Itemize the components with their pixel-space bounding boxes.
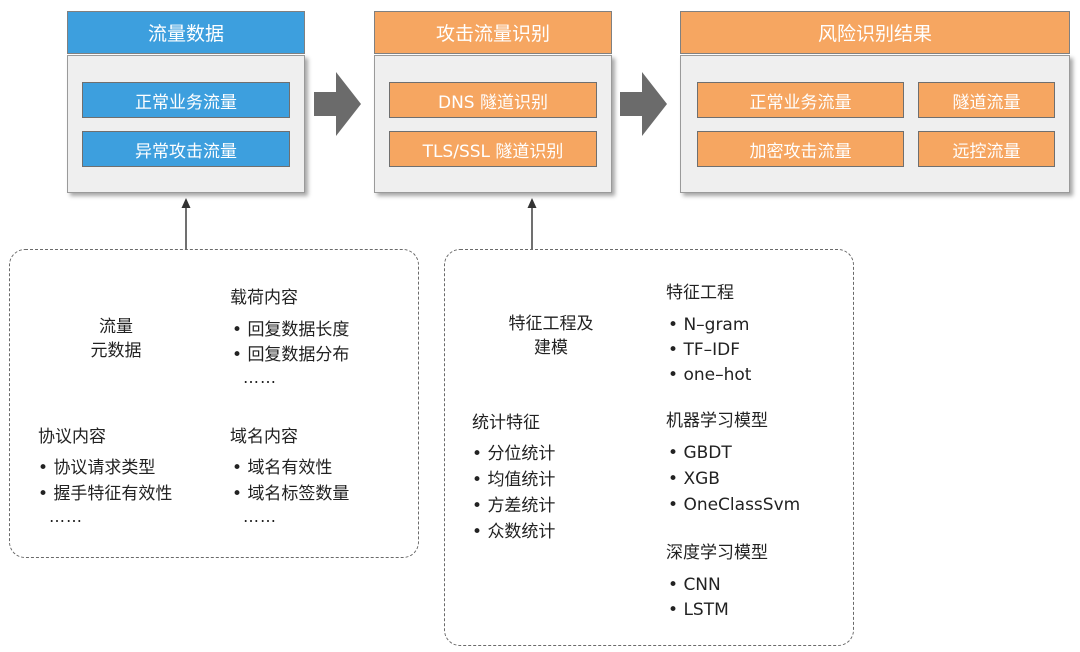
protocol-item: 握手特征有效性	[38, 482, 172, 506]
risk-normal-item: 正常业务流量	[697, 82, 904, 118]
metadata-group	[9, 249, 419, 558]
statistical-features-heading: 统计特征	[472, 413, 540, 433]
modeling-title-line1: 特征工程及	[508, 314, 594, 334]
flow-arrow-2	[620, 72, 667, 136]
feature-engineering-item: one–hot	[668, 363, 751, 387]
statistical-feature-item: 均值统计	[472, 468, 555, 492]
protocol-ellipsis: ……	[49, 507, 83, 526]
ml-model-item: OneClassSvm	[668, 493, 800, 517]
risk-encrypted-attack-item: 加密攻击流量	[697, 131, 904, 167]
modeling-title-line2: 建模	[534, 338, 568, 358]
dl-models-heading: 深度学习模型	[666, 543, 768, 563]
ml-model-item: XGB	[668, 467, 719, 491]
feature-engineering-item: TF–IDF	[668, 338, 740, 362]
ml-models-heading: 机器学习模型	[666, 411, 768, 431]
domain-ellipsis: ……	[243, 507, 277, 526]
risk-results-title: 风险识别结果	[680, 11, 1070, 54]
metadata-title-line1: 流量	[99, 317, 133, 337]
statistical-feature-item: 方差统计	[472, 494, 555, 518]
protocol-heading: 协议内容	[38, 427, 106, 447]
domain-item: 域名标签数量	[232, 482, 349, 506]
metadata-title-line2: 元数据	[90, 341, 142, 361]
domain-item: 域名有效性	[232, 456, 332, 480]
arrowhead-up-1	[181, 198, 191, 208]
modeling-title: 特征工程及 建模	[486, 312, 616, 360]
statistical-feature-item: 分位统计	[472, 442, 555, 466]
risk-tunnel-item: 隧道流量	[918, 82, 1055, 118]
payload-item: 回复数据分布	[232, 343, 349, 367]
traffic-data-panel	[67, 55, 305, 193]
domain-heading: 域名内容	[230, 427, 298, 447]
attack-identification-title: 攻击流量识别	[374, 11, 612, 54]
ml-model-item: GBDT	[668, 441, 731, 465]
flow-arrow-1	[314, 72, 361, 136]
payload-ellipsis: ……	[243, 368, 277, 387]
traffic-data-title: 流量数据	[67, 11, 305, 54]
traffic-abnormal-item: 异常攻击流量	[82, 131, 290, 167]
metadata-title: 流量 元数据	[70, 315, 162, 363]
tls-ssl-tunnel-item: TLS/SSL 隧道识别	[389, 131, 597, 167]
risk-remote-control-item: 远控流量	[918, 131, 1055, 167]
feature-engineering-item: N–gram	[668, 313, 749, 337]
payload-heading: 载荷内容	[230, 288, 298, 308]
traffic-normal-item: 正常业务流量	[82, 82, 290, 118]
dl-model-item: CNN	[668, 573, 720, 597]
statistical-feature-item: 众数统计	[472, 520, 555, 544]
protocol-item: 协议请求类型	[38, 456, 155, 480]
modeling-group	[444, 249, 854, 646]
dns-tunnel-item: DNS 隧道识别	[389, 82, 597, 118]
risk-results-panel	[680, 55, 1070, 193]
arrowhead-up-2	[527, 198, 537, 208]
attack-identification-panel	[374, 55, 612, 193]
dl-model-item: LSTM	[668, 598, 728, 622]
feature-engineering-heading: 特征工程	[666, 283, 734, 303]
payload-item: 回复数据长度	[232, 318, 349, 342]
